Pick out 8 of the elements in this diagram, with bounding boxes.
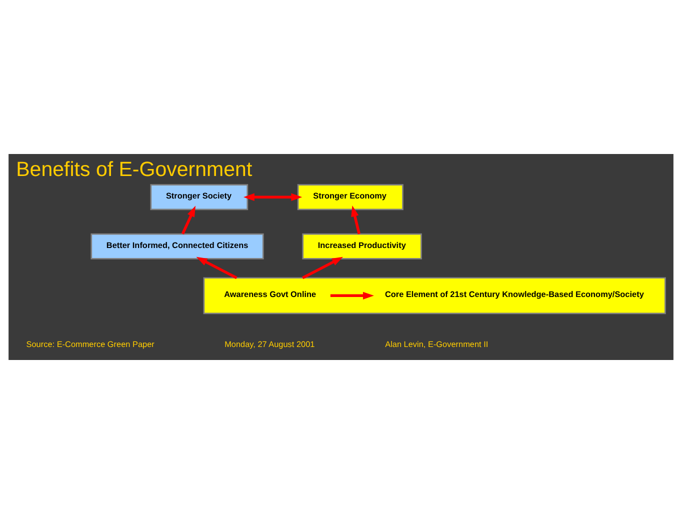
arrow: [181, 205, 196, 234]
arrow: [351, 204, 360, 234]
arrow: [302, 256, 344, 279]
arrow: [243, 192, 302, 200]
arrow: [330, 291, 374, 300]
cluster: [203, 276, 666, 314]
arrow: [196, 256, 238, 279]
diagram-title: Benefits of E-Government: [16, 157, 252, 180]
